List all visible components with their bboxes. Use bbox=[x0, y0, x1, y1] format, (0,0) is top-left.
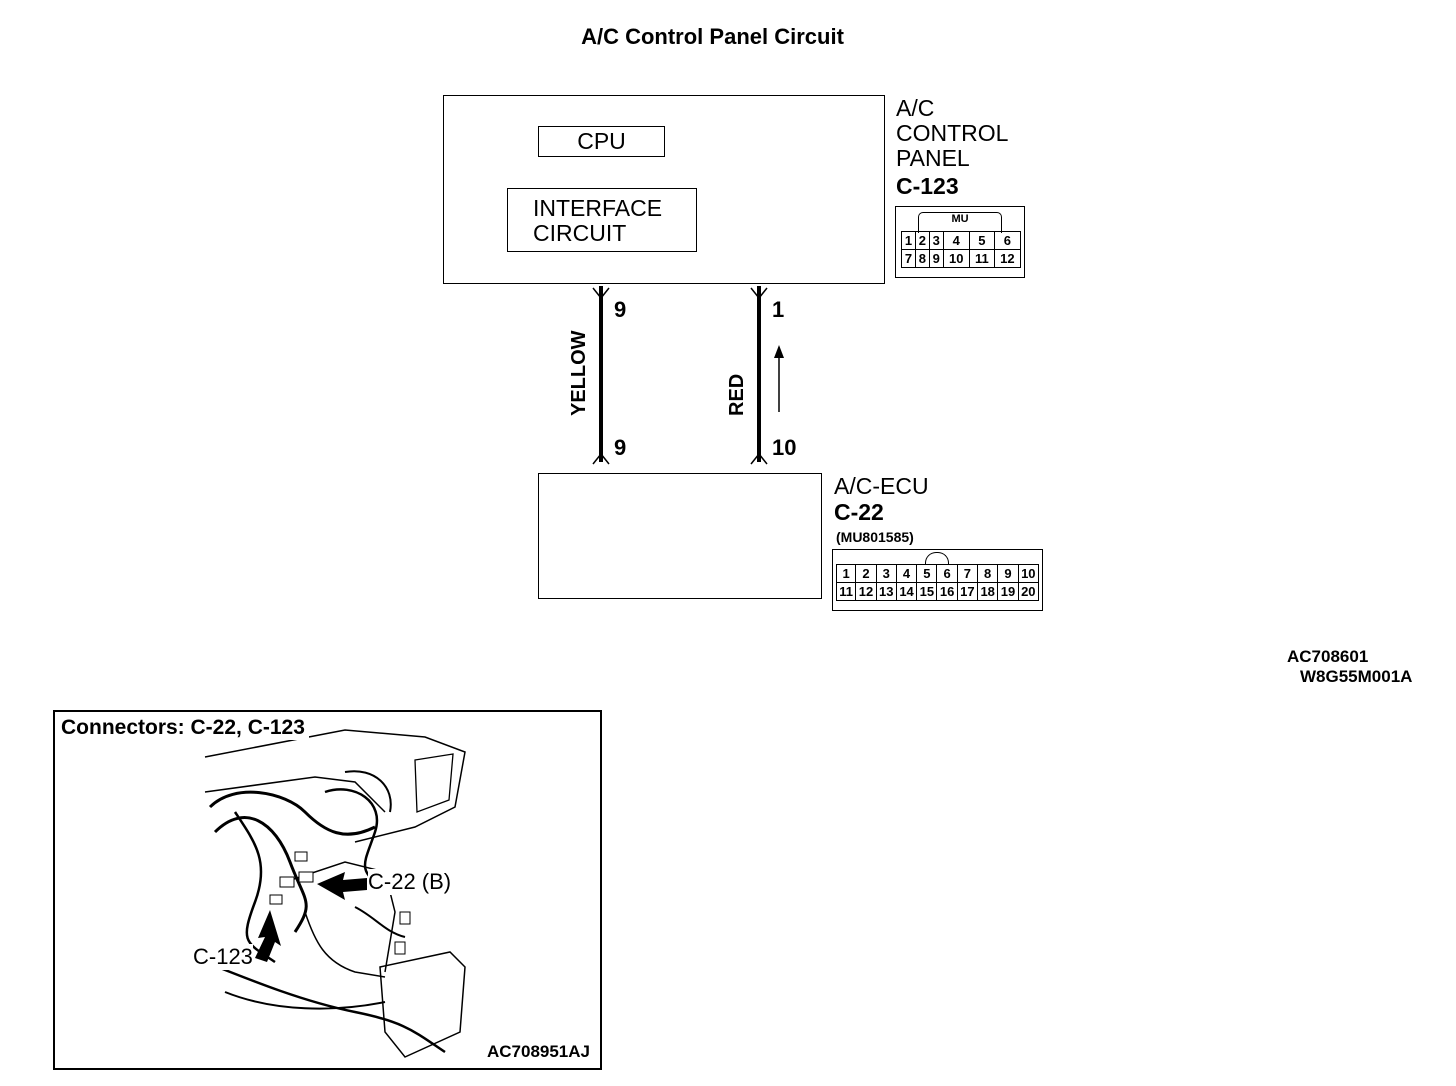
callout-c22: C-22 (B) bbox=[368, 869, 452, 895]
c123-pin: 7 bbox=[901, 249, 916, 268]
c22-pin: 2 bbox=[855, 564, 877, 583]
callout-c123: C-123 bbox=[193, 944, 253, 970]
dashboard-illustration bbox=[204, 729, 466, 1058]
callout-arrow-c22-icon bbox=[317, 872, 367, 900]
c123-pin: 5 bbox=[968, 231, 995, 250]
ecu-part-number: (MU801585) bbox=[836, 529, 914, 545]
callout-arrow-c123-icon bbox=[255, 910, 281, 962]
c22-pin: 4 bbox=[895, 564, 918, 583]
wire-color-yellow: YELLOW bbox=[568, 330, 590, 416]
ecu-box bbox=[538, 473, 822, 599]
c123-pin: 10 bbox=[942, 249, 970, 268]
c123-pin: 9 bbox=[928, 249, 944, 268]
panel-pin-9: 9 bbox=[614, 297, 627, 322]
c22-pin: 15 bbox=[916, 582, 938, 601]
reference-code-2: W8G55M001A bbox=[1300, 667, 1413, 686]
c22-pin: 8 bbox=[977, 564, 999, 583]
c22-pin: 1 bbox=[835, 564, 857, 583]
inset-title: Connectors: C-22, C-123 bbox=[61, 716, 309, 740]
c22-pin: 11 bbox=[835, 582, 857, 601]
panel-connector-id: C-123 bbox=[896, 173, 959, 199]
interface-label: INTERFACE CIRCUIT bbox=[533, 195, 663, 246]
c22-pin: 12 bbox=[855, 582, 877, 601]
c22-pin: 7 bbox=[956, 564, 979, 583]
c22-pin: 19 bbox=[997, 582, 1019, 601]
c22-pin: 3 bbox=[875, 564, 897, 583]
c123-pin: 2 bbox=[914, 231, 930, 250]
connector-location-inset: Connectors: C-22, C-123 C-22 (B) C-123 A… bbox=[53, 710, 602, 1070]
connector-tag: MU bbox=[951, 213, 969, 225]
c123-pin: 4 bbox=[942, 231, 970, 250]
panel-pin-1: 1 bbox=[772, 297, 785, 322]
c22-pin: 10 bbox=[1017, 564, 1040, 583]
reference-code-1: AC708601 bbox=[1287, 647, 1369, 666]
c123-pin: 6 bbox=[993, 231, 1022, 250]
connector-latch bbox=[918, 212, 1002, 233]
wire-color-red: RED bbox=[726, 373, 748, 416]
diagram-title: A/C Control Panel Circuit bbox=[581, 24, 844, 49]
cpu-label: CPU bbox=[577, 128, 626, 154]
c22-pin: 6 bbox=[936, 564, 958, 583]
connector-chevron-icon bbox=[592, 452, 610, 465]
c123-pin: 1 bbox=[901, 231, 916, 250]
c22-pin: 18 bbox=[977, 582, 999, 601]
panel-name: A/C CONTROL PANEL bbox=[896, 95, 1009, 171]
c22-pin: 20 bbox=[1017, 582, 1040, 601]
c123-pin: 12 bbox=[993, 249, 1022, 268]
c123-pin: 3 bbox=[928, 231, 944, 250]
ecu-pin-9: 9 bbox=[614, 435, 627, 460]
connector-chevron-icon bbox=[592, 287, 610, 300]
cpu-block: CPU bbox=[538, 126, 665, 157]
c123-pin: 8 bbox=[914, 249, 930, 268]
c123-pin: 11 bbox=[968, 249, 995, 268]
inset-code: AC708951AJ bbox=[486, 1042, 590, 1061]
c22-pin: 16 bbox=[936, 582, 958, 601]
c22-pin: 5 bbox=[916, 564, 938, 583]
connector-chevron-icon bbox=[750, 452, 768, 465]
current-arrow-icon bbox=[774, 345, 784, 412]
c22-pin: 17 bbox=[956, 582, 979, 601]
ecu-pin-10: 10 bbox=[772, 435, 797, 460]
c22-pin: 14 bbox=[895, 582, 918, 601]
ecu-connector-id: C-22 bbox=[834, 499, 884, 525]
c22-pin: 9 bbox=[997, 564, 1019, 583]
ecu-name: A/C-ECU bbox=[834, 473, 929, 499]
connector-chevron-icon bbox=[750, 287, 768, 300]
interface-circuit-block: INTERFACE CIRCUIT bbox=[507, 188, 697, 252]
c22-pin: 13 bbox=[875, 582, 897, 601]
